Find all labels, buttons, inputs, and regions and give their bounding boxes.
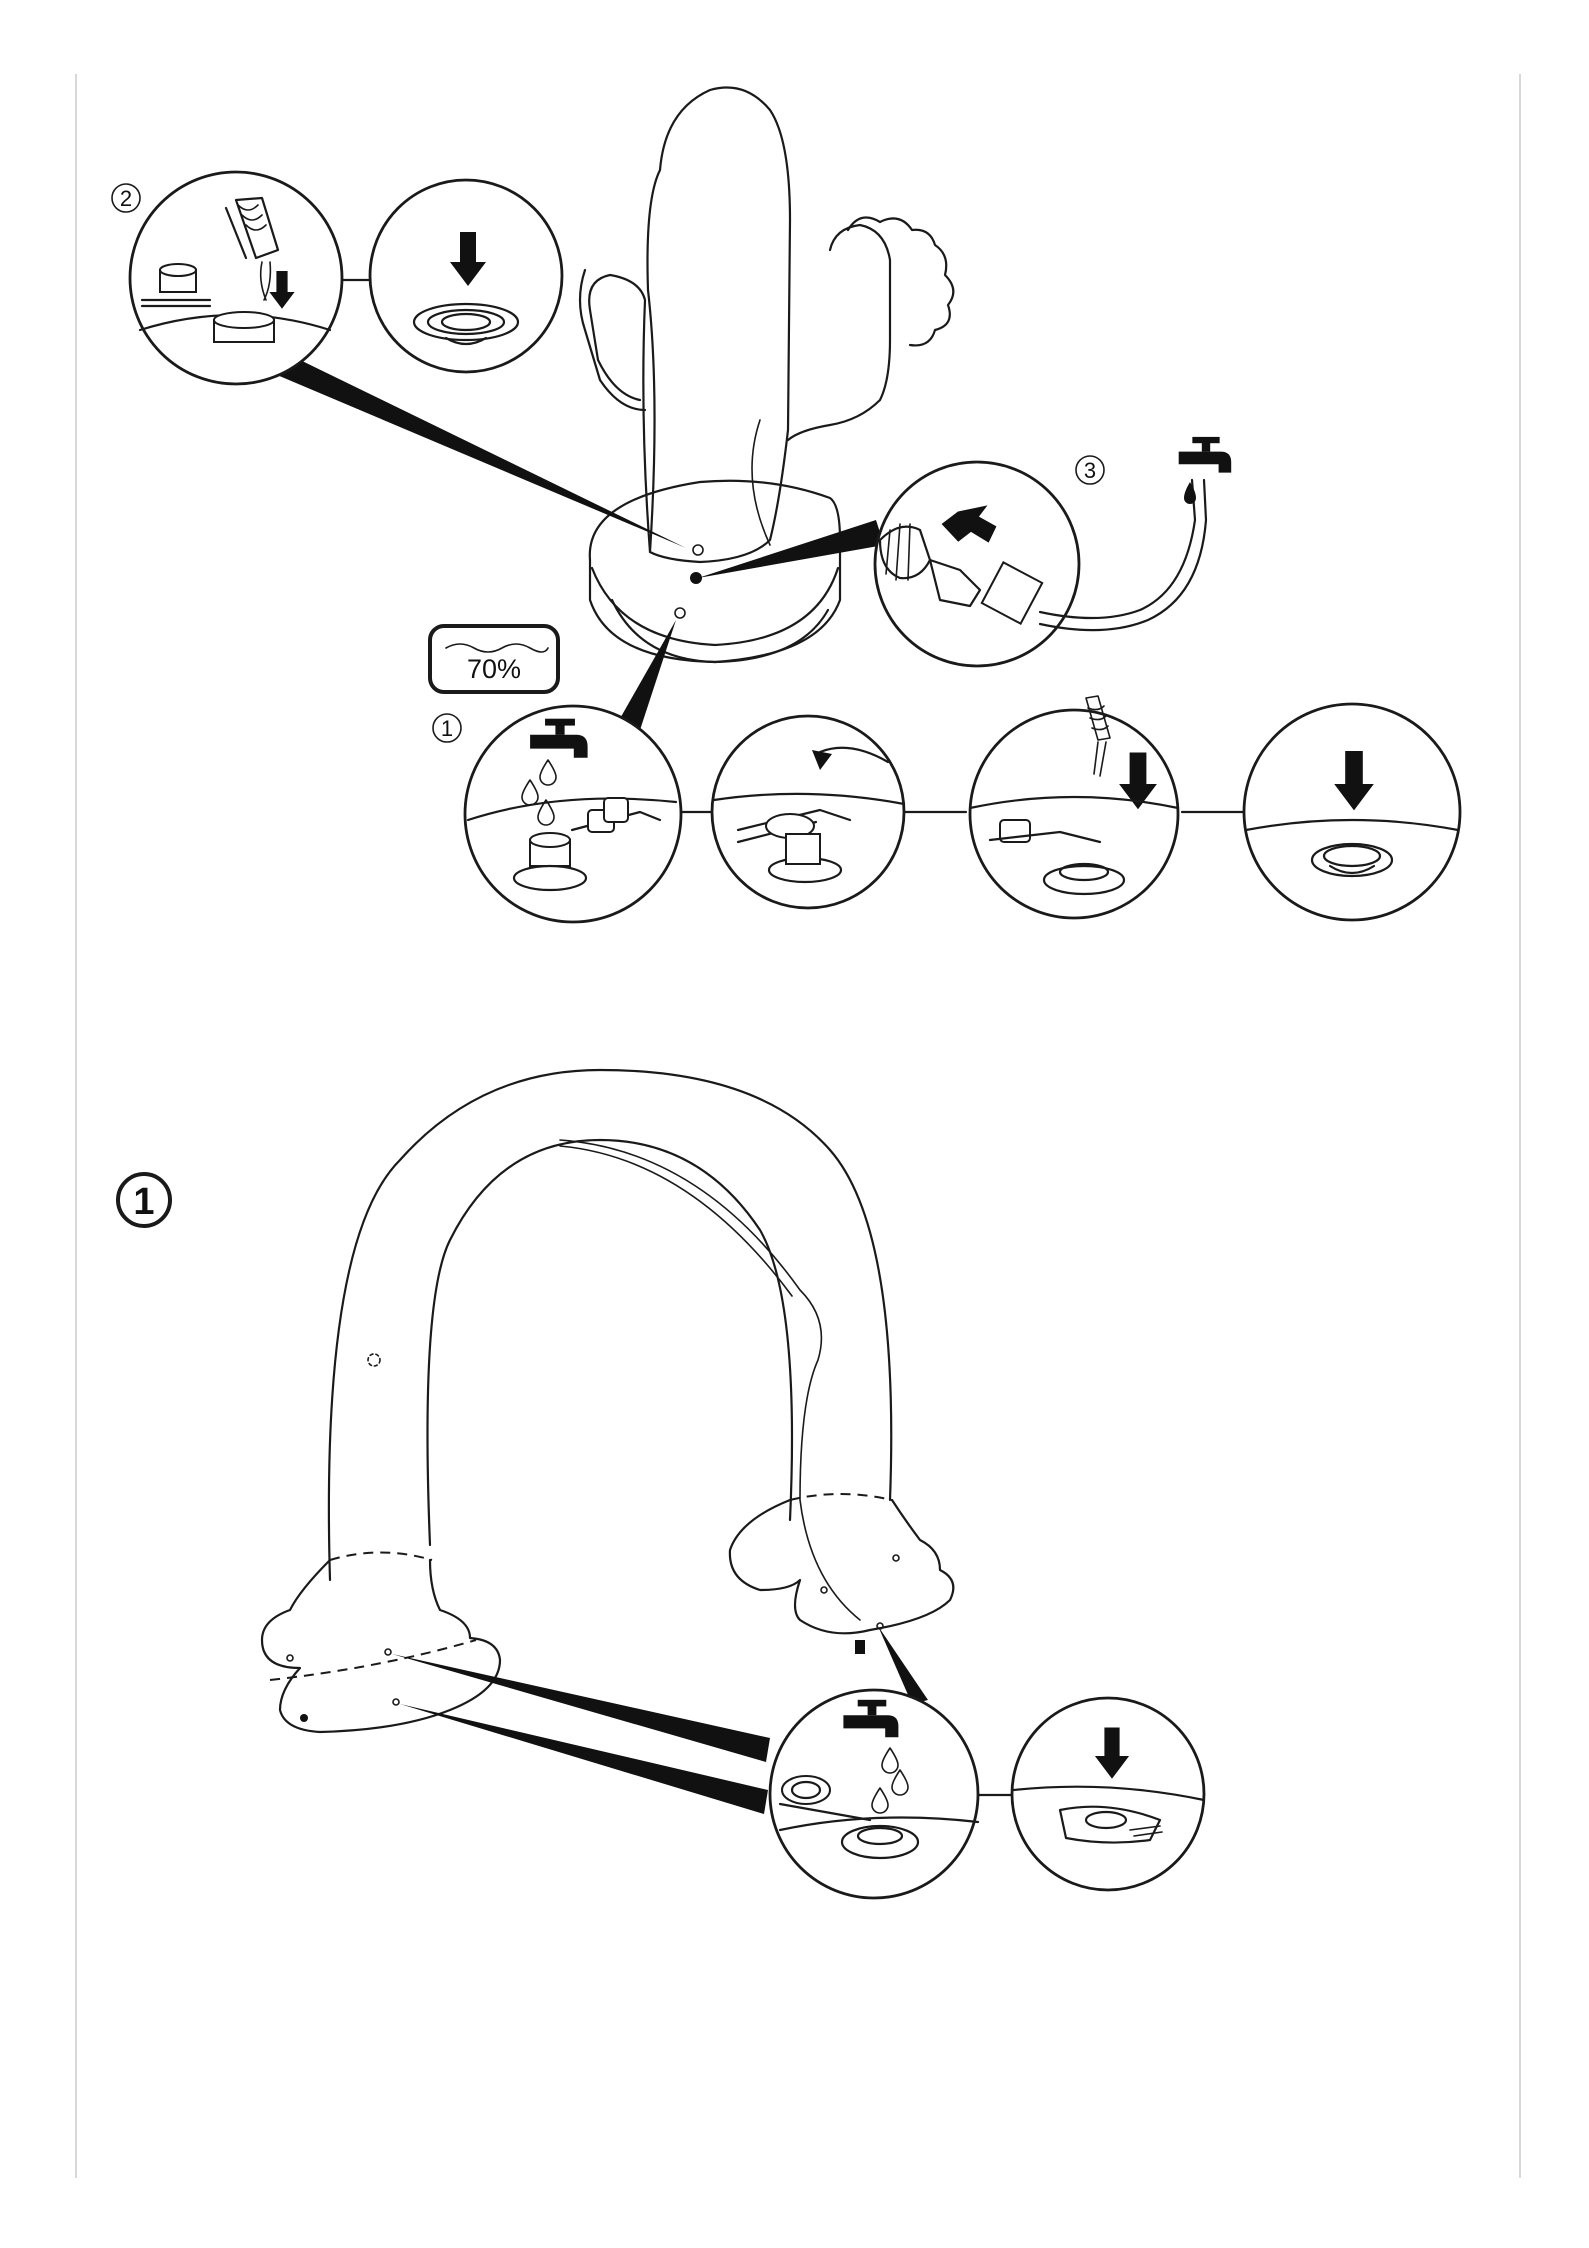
arch-step-1-detail-close — [1012, 1698, 1204, 1890]
callout-pointer — [270, 358, 686, 548]
step-number-2: 2 — [120, 186, 132, 211]
arch-step-number-1: 1 — [133, 1181, 154, 1223]
step-2-detail-hose — [130, 172, 342, 384]
step-1-detail-close — [1244, 704, 1460, 920]
step-1-detail-fill — [465, 706, 681, 922]
water-tap-icon — [1179, 437, 1232, 473]
step-1-detail-inflate — [970, 696, 1178, 918]
water-level-badge: 70% — [430, 626, 558, 692]
step-2-detail-plug — [370, 180, 562, 372]
step-number-3: 3 — [1084, 458, 1096, 483]
callout-pointer — [400, 1704, 768, 1814]
cactus-body — [589, 88, 790, 563]
arch-step-1-detail-fill — [770, 1690, 978, 1898]
step-1-detail-open — [712, 716, 904, 908]
cactus-base — [590, 481, 840, 662]
callout-pointer — [618, 620, 676, 730]
callout-pointer — [698, 520, 884, 578]
callout-pointer — [392, 1654, 770, 1762]
step-number-1: 1 — [441, 716, 453, 741]
arch-sprinkler-figure — [262, 1070, 953, 1732]
water-drop-icon — [1184, 482, 1196, 504]
water-level-percent: 70% — [467, 654, 521, 684]
step-3-detail-connector — [875, 462, 1206, 666]
